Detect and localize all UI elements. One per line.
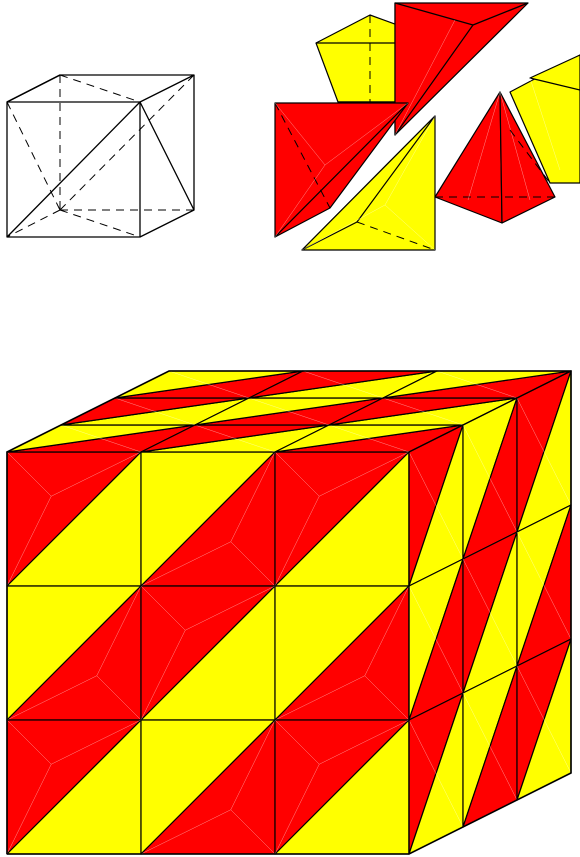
assembled-cube	[7, 371, 571, 854]
wireframe-cube	[7, 75, 194, 237]
wire-hidden-diag1	[7, 102, 60, 210]
wire-top-edge	[7, 75, 60, 102]
wire-hidden-diag2	[60, 75, 194, 210]
wire-hidden-diag4	[60, 75, 140, 102]
wire-hidden-depth	[7, 210, 60, 237]
wire-diagonal-right	[140, 102, 194, 210]
wire-hidden-diag3	[60, 210, 140, 237]
wire-diagonal-front	[7, 102, 140, 237]
exploded-pieces	[275, 3, 580, 250]
